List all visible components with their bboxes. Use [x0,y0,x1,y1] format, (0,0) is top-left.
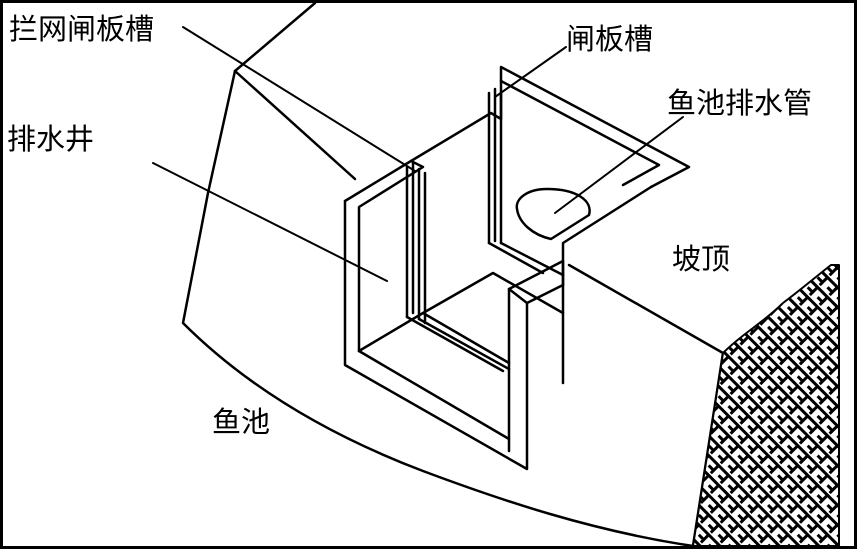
well-inner-floor [357,271,565,365]
embankment-front-edge [233,69,357,181]
leader-paishui-jing [152,162,388,282]
back-gate-slot [487,87,503,245]
well-inner-bottom-edge [357,349,511,441]
drain-pipe-opening [515,187,591,241]
label-poding: 坡顶 [672,242,731,276]
slope-crest-line [567,263,725,355]
embankment-slope-outline [181,69,695,546]
label-zhaban-cao: 闸板槽 [566,22,654,56]
leader-paishui-guan [554,116,684,214]
back-slot-base [487,241,565,277]
well-back-rim-inner [499,79,661,187]
leader-lanwang [182,26,416,172]
leader-zhaban [494,46,567,98]
label-yuchi-paishui-guan: 鱼池排水管 [667,86,813,120]
well-left-wall-top [343,159,425,353]
label-lanwang-zhaban-cao: 拦网闸板槽 [9,12,155,46]
embankment-top-edge [233,3,317,73]
label-paishui-jing: 排水井 [7,122,95,156]
left-gate-slot [405,161,427,325]
drainage-well-drawing [152,3,840,546]
soil-hatch-area [692,264,840,546]
label-yuchi: 鱼池 [212,405,271,439]
left-slot-base [405,315,511,373]
well-front-right-top [507,259,565,305]
well-outer-front-wall [343,199,565,471]
well-back-rim [409,65,691,189]
